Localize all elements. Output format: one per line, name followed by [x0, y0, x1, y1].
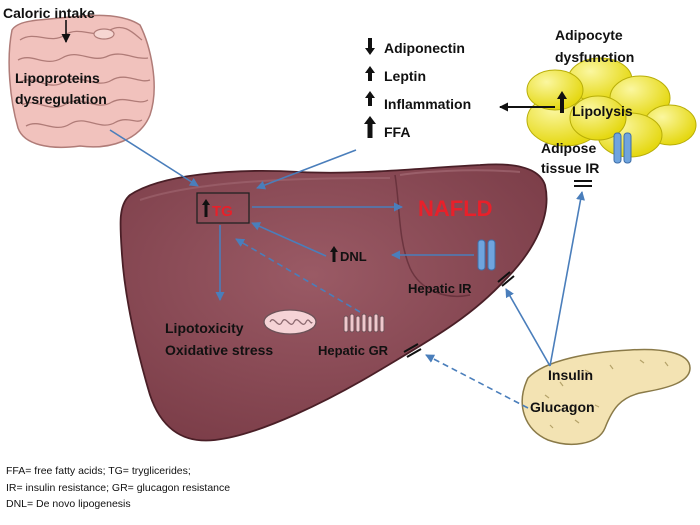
adipocyte-label-line2: dysfunction — [555, 49, 634, 65]
down-arrow-adiponectin — [365, 38, 375, 55]
up-arrow-ffa — [364, 116, 376, 138]
caloric-intake-label: Caloric intake — [3, 5, 95, 21]
insulin-label: Insulin — [548, 367, 593, 383]
arrow-dnl-to-tg — [251, 222, 327, 257]
arrow-ffa-to-tg — [256, 149, 357, 190]
hepatic-gr-label: Hepatic GR — [318, 343, 389, 358]
lipolysis-label: Lipolysis — [572, 103, 633, 119]
legend-line-2: IR= insulin resistance; GR= glucagon res… — [6, 481, 231, 494]
adipose-ir-label-line2: tissue IR — [541, 160, 599, 176]
arrow-glucagon-receptor-to-tg — [235, 238, 361, 313]
up-arrow-inflammation — [365, 91, 375, 106]
up-arrow-tg — [202, 199, 210, 217]
nafld-label: NAFLD — [418, 196, 493, 221]
lipotoxicity-label: Lipotoxicity — [165, 320, 244, 336]
insulin-receptor-icon — [477, 239, 496, 271]
oxidative-stress-label: Oxidative stress — [165, 342, 273, 358]
inflammation-label: Inflammation — [384, 96, 471, 112]
lipoproteins-label-line1: Lipoproteins — [15, 70, 100, 86]
dnl-label: DNL — [340, 249, 367, 264]
liver-icon — [119, 163, 548, 442]
hepatic-ir-label: Hepatic IR — [408, 281, 472, 296]
lipoproteins-label-line2: dysregulation — [15, 91, 107, 107]
arrow-lipoproteins-to-tg — [109, 129, 199, 187]
mitochondrion-icon — [263, 309, 317, 335]
trend-arrows — [202, 38, 567, 262]
legend-line-1: FFA= free fatty acids; TG= tryglicerides… — [6, 465, 191, 477]
abbreviation-legend: FFA= free fatty acids; TG= tryglicerides… — [6, 463, 426, 513]
arrow-insulin-to-hepatic-ir — [505, 288, 551, 367]
pancreas-icon — [521, 348, 691, 445]
glucagon-label: Glucagon — [530, 399, 595, 415]
adipose-ir-label-line1: Adipose — [541, 140, 596, 156]
arrow-insulin-to-adipose-ir — [549, 191, 585, 367]
adipocyte-label-line1: Adipocyte — [555, 27, 623, 43]
up-arrow-leptin — [365, 66, 375, 81]
block-marks — [403, 180, 592, 358]
adiponectin-label: Adiponectin — [384, 40, 465, 56]
dashed-arrows — [235, 238, 529, 409]
leptin-label: Leptin — [384, 68, 426, 84]
arrow-glucagon-to-hepatic-gr — [425, 354, 529, 409]
glucagon-receptor-icon — [343, 313, 385, 333]
intestine-icon — [8, 14, 155, 149]
adipose-insulin-receptor-icon — [613, 132, 632, 164]
up-arrow-lipolysis — [557, 91, 567, 113]
legend-line-3: DNL= De novo lipogenesis — [6, 498, 131, 510]
up-arrow-dnl — [330, 246, 338, 262]
ffa-label: FFA — [384, 124, 410, 140]
tg-box — [196, 192, 250, 224]
tg-label: TG — [212, 203, 233, 220]
pathway-arrows — [109, 129, 585, 367]
